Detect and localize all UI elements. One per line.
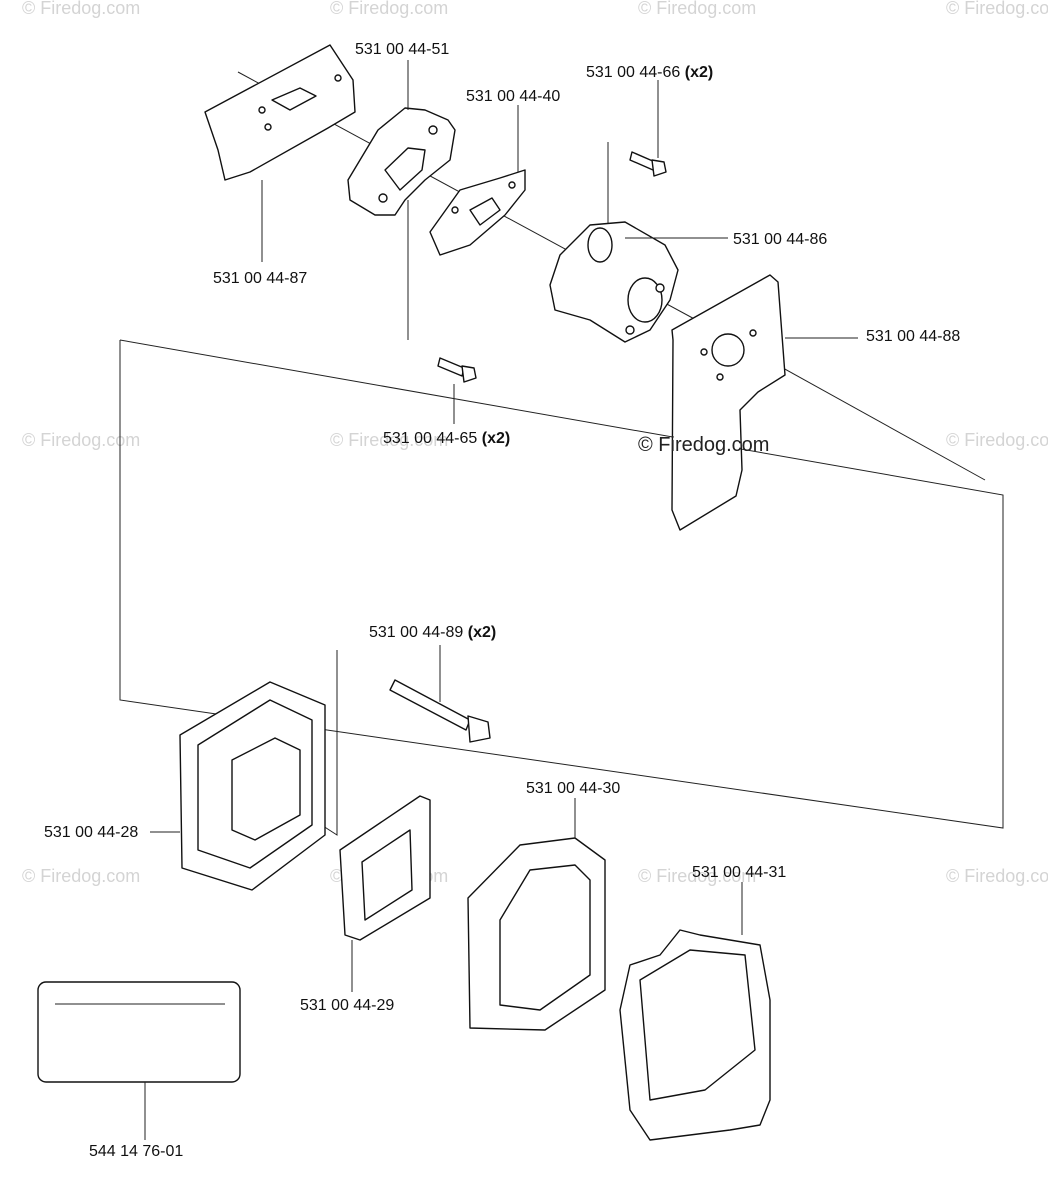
cover-4431 <box>619 882 771 1141</box>
part-number: 531 00 44-88 <box>866 328 960 345</box>
part-number: 531 00 44-29 <box>300 997 394 1014</box>
watermark: © Firedog.com <box>946 430 1048 450</box>
part-number: 531 00 44-65 (x2) <box>383 430 510 447</box>
watermark: © Firedog.com <box>946 866 1048 886</box>
gasket-4487 <box>204 44 356 262</box>
shield-4488 <box>671 274 858 531</box>
housing-4428 <box>150 681 326 891</box>
watermark: © Firedog.com <box>638 866 756 886</box>
flange-4451 <box>347 60 456 340</box>
part-number: 531 00 44-30 <box>526 780 620 797</box>
filter-4430 <box>467 798 606 1031</box>
part-labels: 531 00 44-51 531 00 44-40 531 00 44-66 (… <box>44 41 960 1160</box>
watermark: © Firedog.com <box>330 0 448 18</box>
part-number: 531 00 44-28 <box>44 824 138 841</box>
watermark: © Firedog.com <box>22 0 140 18</box>
part-number: 531 00 44-86 <box>733 231 827 248</box>
label-541476 <box>37 981 241 1140</box>
watermark: © Firedog.com <box>638 0 756 18</box>
screw-4489 <box>389 645 491 743</box>
screw-4465 <box>437 357 477 424</box>
part-number: 531 00 44-87 <box>213 270 307 287</box>
part-number: 531 00 44-31 <box>692 864 786 881</box>
part-number: 544 14 76-01 <box>89 1143 183 1160</box>
watermark: © Firedog.com <box>946 0 1048 18</box>
part-number: 531 00 44-40 <box>466 88 560 105</box>
watermarks: © Firedog.com © Firedog.com © Firedog.co… <box>22 0 1048 886</box>
flange-4486 <box>549 221 728 343</box>
part-number: 531 00 44-66 (x2) <box>586 64 713 81</box>
watermark: © Firedog.com <box>22 430 140 450</box>
gasket-4440 <box>429 105 526 256</box>
part-number: 531 00 44-89 (x2) <box>369 624 496 641</box>
part-number: 531 00 44-51 <box>355 41 449 58</box>
watermark-center: © Firedog.com <box>638 434 769 456</box>
watermark: © Firedog.com <box>330 430 448 450</box>
watermark: © Firedog.com <box>22 866 140 886</box>
plate-4429 <box>339 795 431 992</box>
